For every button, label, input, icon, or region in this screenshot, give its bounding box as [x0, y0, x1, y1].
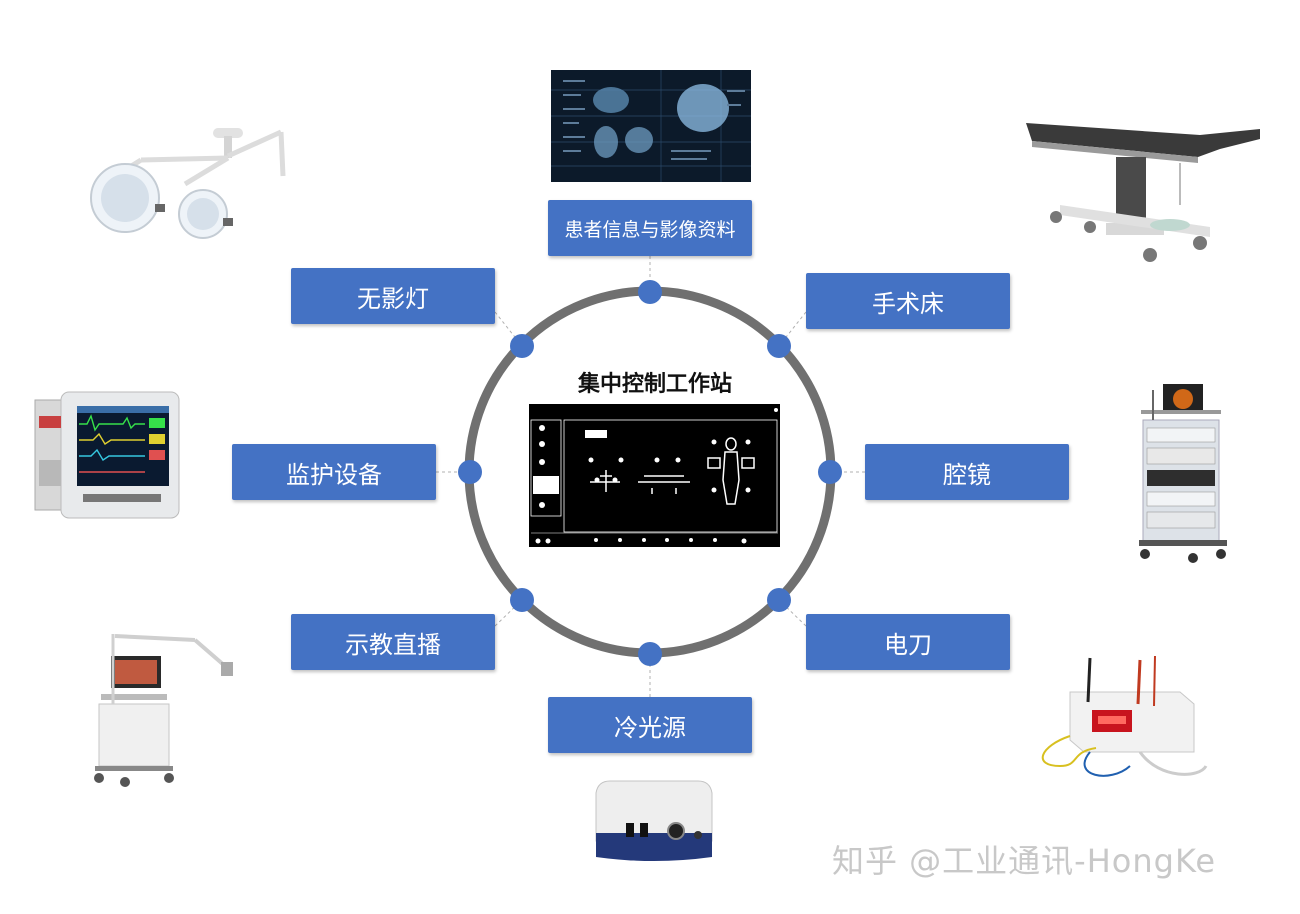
dot-patient-info — [638, 280, 662, 304]
node-teaching: 示教直播 — [291, 614, 495, 670]
operating-table-icon — [1026, 123, 1260, 262]
node-or-table-label: 手术床 — [872, 289, 944, 318]
node-electrosurgical: 电刀 — [806, 614, 1010, 670]
node-endoscope-label: 腔镜 — [943, 460, 991, 489]
dot-teaching — [510, 588, 534, 612]
cold-light-source-icon — [595, 780, 713, 861]
electrosurgical-unit-icon — [1041, 656, 1208, 777]
node-cold-light-label: 冷光源 — [614, 713, 686, 742]
ring-dots — [458, 280, 842, 666]
node-electrosurgical-label: 电刀 — [884, 630, 932, 659]
node-cold-light: 冷光源 — [548, 697, 752, 753]
dot-or-table — [767, 334, 791, 358]
dot-surgical-light — [510, 334, 534, 358]
dot-monitor — [458, 460, 482, 484]
node-surgical-light-label: 无影灯 — [357, 284, 429, 313]
endoscope-tower-icon — [1139, 384, 1227, 563]
node-monitor-label: 监护设备 — [286, 460, 382, 489]
node-surgical-light: 无影灯 — [291, 268, 495, 324]
node-monitor: 监护设备 — [232, 444, 436, 500]
node-or-table: 手术床 — [806, 273, 1010, 329]
node-teaching-label: 示教直播 — [345, 630, 441, 659]
node-patient-info: 患者信息与影像资料 — [548, 200, 752, 256]
mri-image-icon — [551, 70, 751, 182]
node-endoscope: 腔镜 — [865, 444, 1069, 500]
teaching-live-cart-icon — [94, 634, 233, 787]
dot-electrosurgical — [767, 588, 791, 612]
watermark-text: 知乎 @工业通讯-HongKe — [832, 842, 1217, 880]
dot-cold-light — [638, 642, 662, 666]
workstation-screen — [529, 404, 780, 547]
surgical-light-icon — [90, 128, 286, 239]
dot-endoscope — [818, 460, 842, 484]
node-patient-info-label: 患者信息与影像资料 — [564, 218, 736, 241]
patient-monitor-icon — [34, 391, 180, 519]
center-title: 集中控制工作站 — [577, 372, 732, 397]
